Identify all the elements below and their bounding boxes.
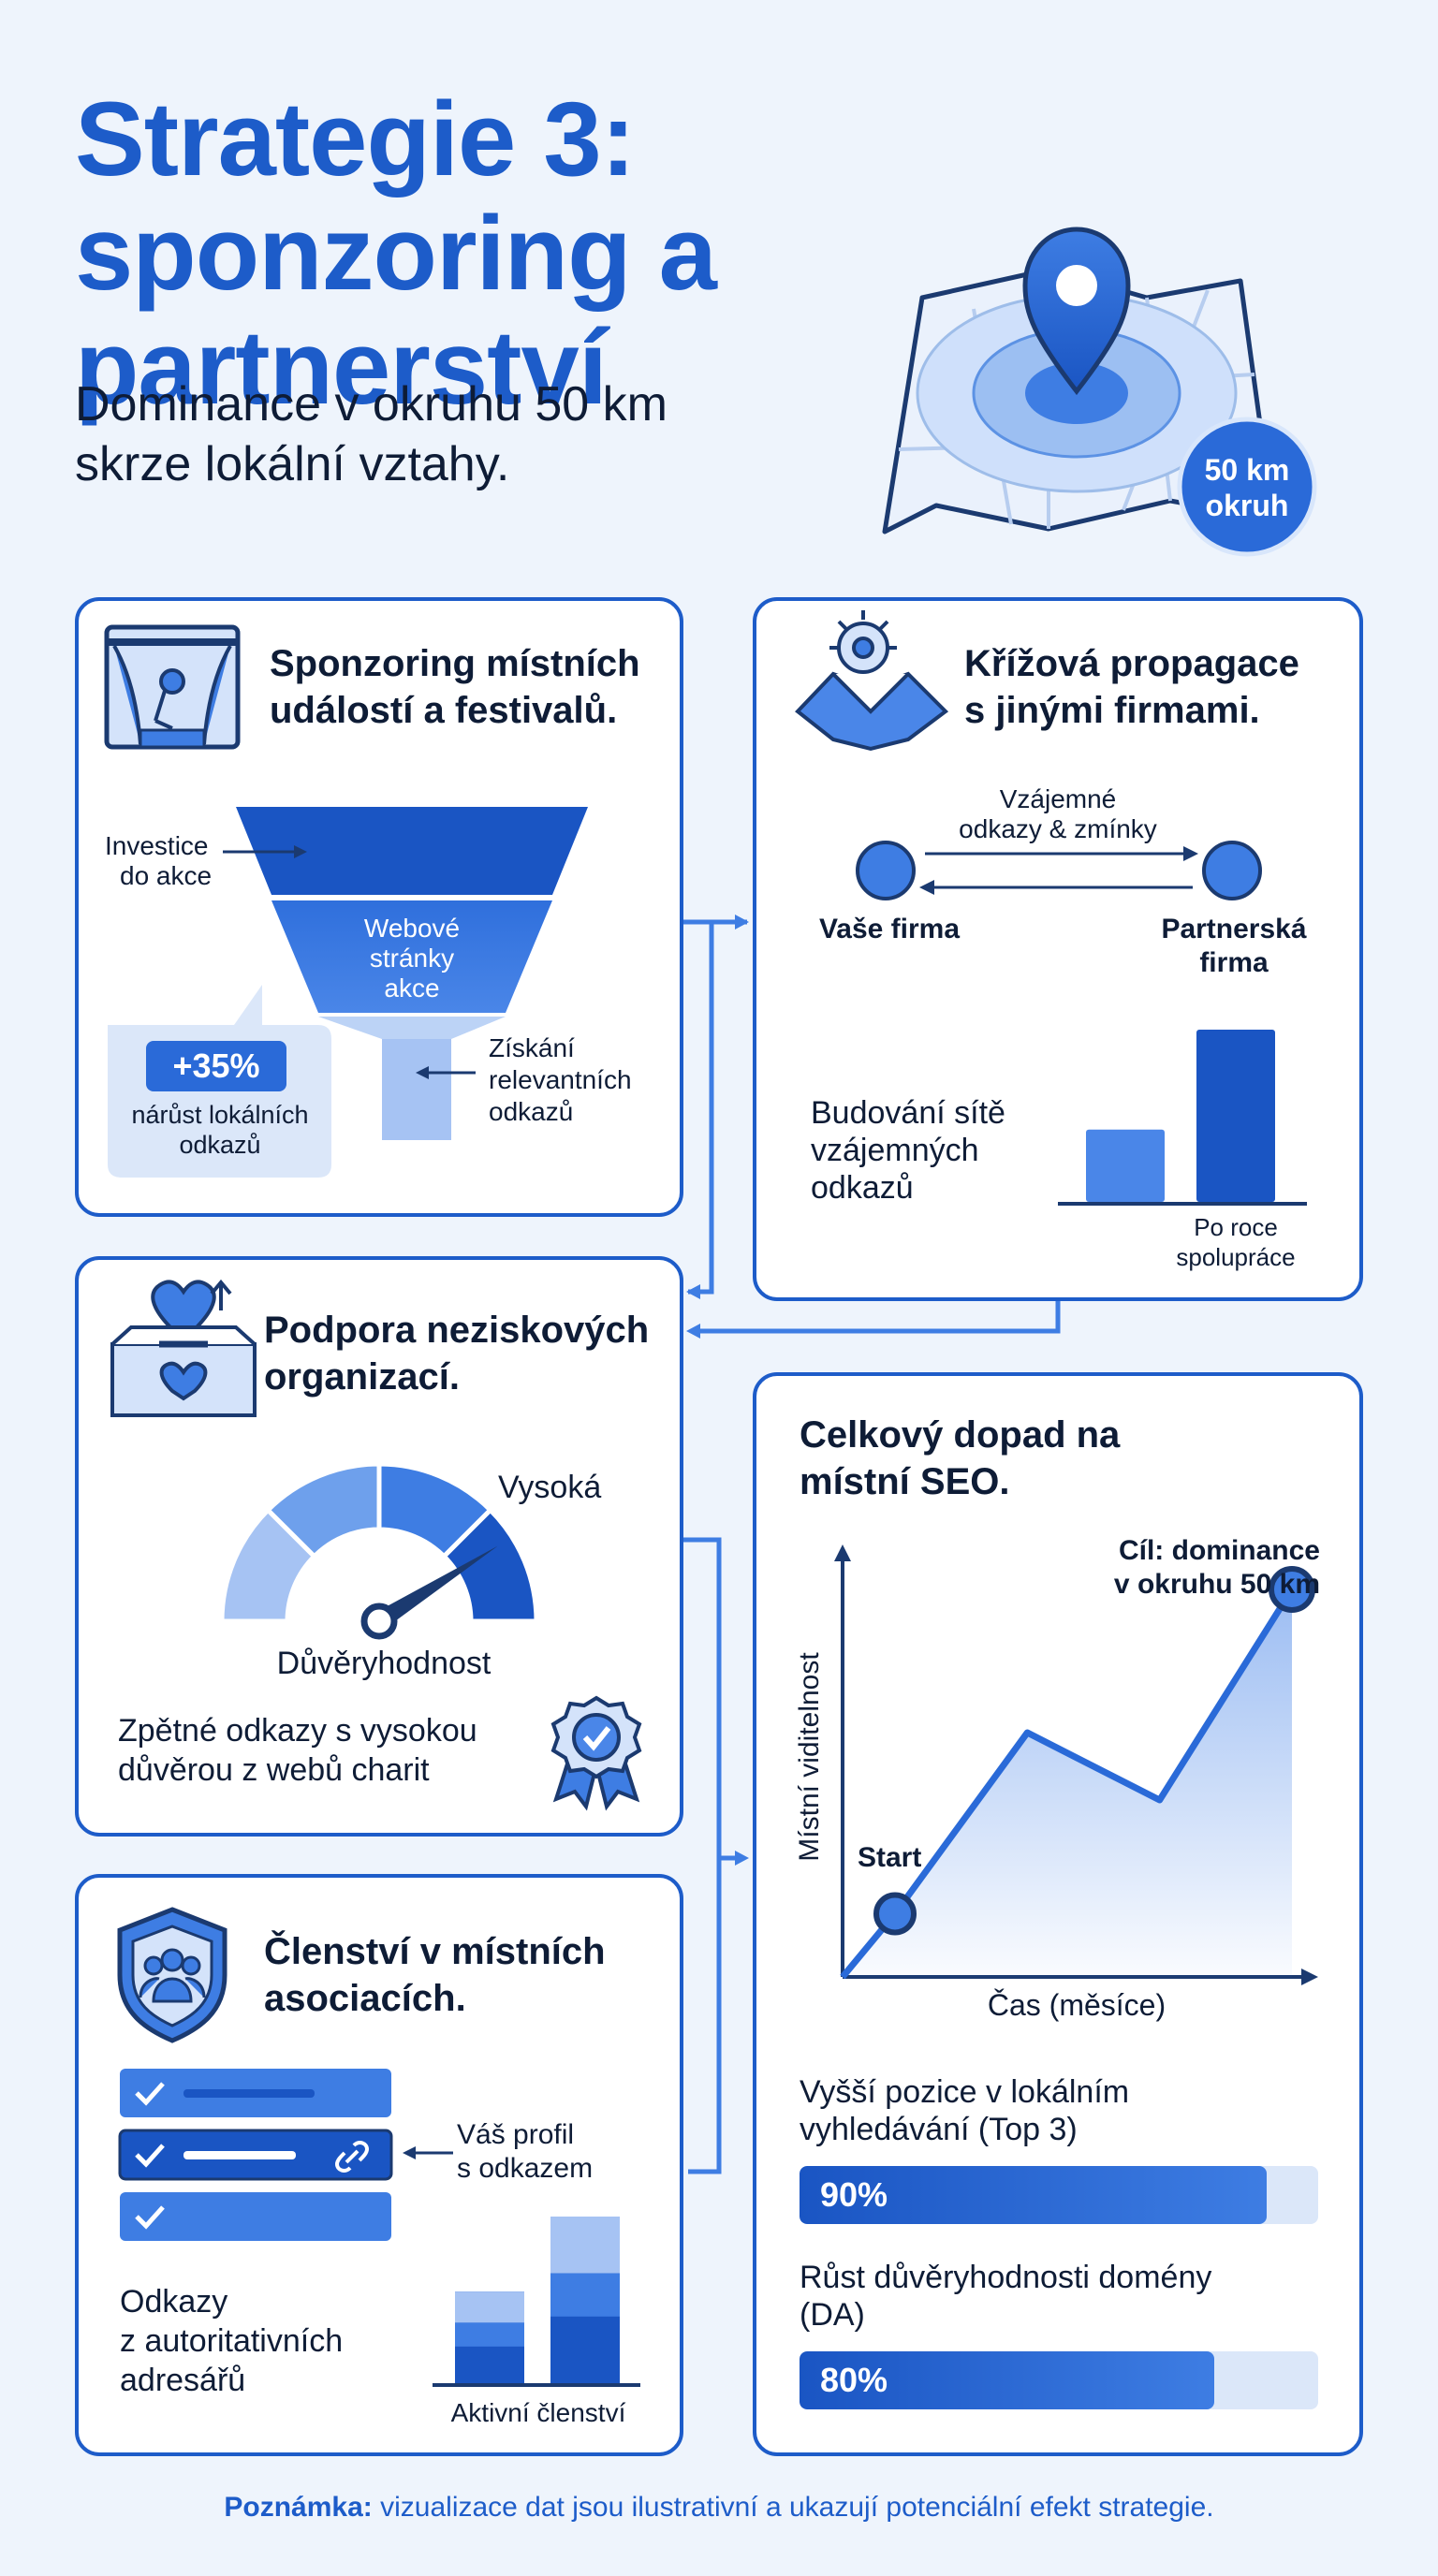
metric1-value: 90%: [820, 2175, 888, 2214]
growth-badge-text1: nárůst lokálních: [131, 1101, 309, 1129]
nonprofit-title-line1: Podpora neziskových: [264, 1310, 650, 1351]
metric2-progress-fill: [800, 2351, 1215, 2409]
map-badge-line2: okruh: [1205, 489, 1289, 522]
funnel-in-line2: do akce: [120, 861, 213, 890]
your-firm-label: Vaše firma: [818, 914, 961, 944]
membership-title-line2: asociacích.: [264, 1978, 466, 2019]
metric2-label-line1: Růst důvěryhodnosti domény: [800, 2260, 1212, 2295]
sponsoring-title-line2: událostí a festivalů.: [270, 690, 618, 731]
funnel-center-line1: Webové: [363, 914, 461, 943]
membership-title-line1: Členství v místních: [264, 1931, 606, 1972]
partner-firm-line2: firma: [1199, 947, 1269, 978]
funnel-out-line2: relevantních: [489, 1065, 632, 1094]
cross-arrow-label1: Vzájemné: [999, 784, 1117, 813]
goal-label-line2: v okruhu 50 km: [1113, 1569, 1320, 1600]
growth-badge-value: +35%: [172, 1046, 260, 1085]
membership-text-line3: adresářů: [120, 2363, 246, 2398]
footer-note: Poznámka: vizualizace dat jsou ilustrati…: [0, 2492, 1438, 2524]
funnel-center-line3: akce: [384, 973, 440, 1003]
partner-firm-line1: Partnerská: [1161, 914, 1307, 944]
goal-label-line1: Cíl: dominance: [1118, 1535, 1320, 1566]
cross-bar-caption2: spolupráce: [1176, 1243, 1296, 1271]
gauge-label: Důvěryhodnost: [276, 1646, 492, 1681]
metric2-progress: 80%: [800, 2351, 1318, 2409]
membership-text-line2: z autoritativních: [120, 2323, 344, 2359]
nonprofit-text-line1: Zpětné odkazy s vysokou: [118, 1713, 477, 1749]
start-label: Start: [858, 1842, 922, 1873]
metric1-label-line1: Vyšší pozice v lokálním: [800, 2074, 1130, 2110]
y-axis-label: Místní viditelnost: [794, 1652, 825, 1862]
cross-title-line1: Křížová propagace: [964, 643, 1299, 684]
footer-note-bold: Poznámka:: [224, 2492, 373, 2523]
metric2-value: 80%: [820, 2361, 888, 2399]
page-subtitle: Dominance v okruhu 50 km skrze lokální v…: [75, 377, 668, 491]
metric2-label-line2: (DA): [800, 2297, 865, 2333]
membership-text-line1: Odkazy: [120, 2284, 228, 2320]
page-title: Strategie 3: sponzoring a partnerství: [75, 80, 717, 426]
cross-arrow-label2: odkazy & zmínky: [959, 814, 1157, 843]
network-text-line1: Budování sítě: [811, 1095, 1005, 1131]
metric1-progress-fill: [800, 2166, 1267, 2224]
gauge-high-label: Vysoká: [498, 1470, 602, 1505]
map-badge-line1: 50 km: [1204, 453, 1290, 487]
sponsoring-title-line1: Sponzoring místních: [270, 643, 640, 684]
growth-badge-text2: odkazů: [179, 1131, 261, 1159]
impact-title-line2: místní SEO.: [800, 1461, 1010, 1502]
impact-title-line1: Celkový dopad na: [800, 1414, 1121, 1456]
network-text-line3: odkazů: [811, 1170, 914, 1206]
x-axis-label: Čas (měsíce): [987, 1988, 1167, 2022]
membership-bar-caption: Aktivní členství: [450, 2398, 626, 2427]
profile-label-line1: Váš profil: [457, 2119, 575, 2150]
network-text-line2: vzájemných: [811, 1133, 979, 1168]
metric1-label-line2: vyhledávání (Top 3): [800, 2112, 1078, 2147]
cross-title-line2: s jinými firmami.: [964, 690, 1260, 731]
funnel-out-line3: odkazů: [489, 1097, 574, 1126]
funnel-out-line1: Získání: [489, 1033, 575, 1062]
profile-label-line2: s odkazem: [457, 2153, 594, 2184]
cross-bar-caption1: Po roce: [1194, 1213, 1278, 1241]
nonprofit-text-line2: důvěrou z webů charit: [118, 1752, 430, 1788]
nonprofit-title-line2: organizací.: [264, 1356, 460, 1398]
metric1-progress: 90%: [800, 2166, 1318, 2224]
funnel-in-line1: Investice: [105, 831, 209, 860]
funnel-center-line2: stránky: [369, 944, 455, 973]
footer-note-text: vizualizace dat jsou ilustrativní a ukaz…: [372, 2492, 1214, 2523]
